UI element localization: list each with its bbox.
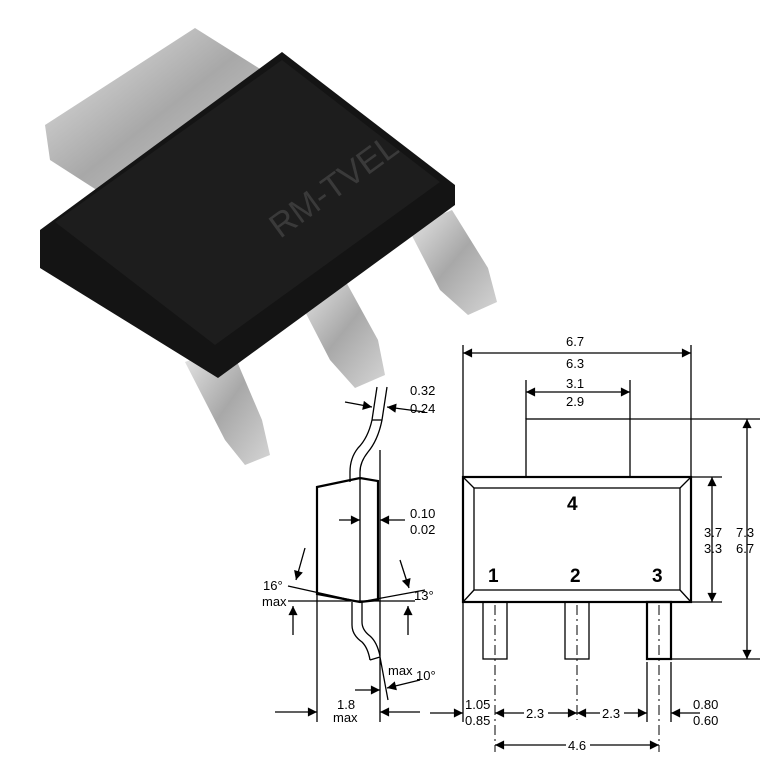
- side-body: [315, 476, 380, 604]
- chip-photo: RM-TVEL: [40, 28, 497, 465]
- lead-pin-1: [185, 345, 270, 465]
- body-bevel: [473, 487, 681, 591]
- dim-width-min: 6.3: [566, 356, 584, 371]
- front-view: 1 2 3 4 6.7 6.3 3.1 2.9 3.7 3.3 7.3 6.7 …: [430, 334, 760, 753]
- dim-standoff-max: 0.10: [410, 506, 435, 521]
- lead-angle: 10°: [416, 668, 436, 683]
- angle-right: 13°: [414, 588, 434, 603]
- dim-height: 1.8: [337, 697, 355, 712]
- dim-edge-to-pin-max: 1.05: [465, 697, 490, 712]
- dim-lead-thickness-min: 0.24: [410, 401, 435, 416]
- pin-label-2: 2: [570, 566, 581, 587]
- dim-lead-width-min: 0.60: [693, 713, 718, 728]
- pin-label-4: 4: [567, 494, 578, 515]
- dim-tab-width-min: 2.9: [566, 394, 584, 409]
- dim-total-height-min: 6.7: [736, 541, 754, 556]
- side-upper-lead: [349, 386, 388, 482]
- pin-label-1: 1: [488, 566, 499, 587]
- dim-pitch-1: 2.3: [526, 706, 544, 721]
- lead-pin-3: [408, 210, 497, 315]
- bevel-corners: [462, 476, 692, 603]
- dim-edge-to-pin-min: 0.85: [465, 713, 490, 728]
- dim-body-height-max: 3.7: [704, 525, 722, 540]
- dim-height-note: max: [333, 710, 358, 725]
- lead-pin-2: [298, 280, 385, 388]
- angle-left: 16°: [263, 578, 283, 593]
- dim-outer-pitch: 4.6: [568, 738, 586, 753]
- pin-label-3: 3: [652, 566, 663, 587]
- dim-body-height-min: 3.3: [704, 541, 722, 556]
- side-view: 0.32 0.24 0.10 0.02 16° max 13° max 10° …: [262, 383, 436, 725]
- dim-tab-width-max: 3.1: [566, 376, 584, 391]
- dim-total-height-max: 7.3: [736, 525, 754, 540]
- dim-lead-width-max: 0.80: [693, 697, 718, 712]
- dim-lead-thickness-max: 0.32: [410, 383, 435, 398]
- dim-pitch-2: 2.3: [602, 706, 620, 721]
- angle-left-note: max: [262, 594, 287, 609]
- dim-width-max: 6.7: [566, 334, 584, 349]
- heatsink-tab: [45, 28, 270, 205]
- tab-outline: [525, 418, 631, 478]
- chip-top-face: [55, 60, 440, 345]
- lead-angle-note: max: [388, 663, 413, 678]
- side-lower-lead: [351, 602, 381, 661]
- dim-standoff-min: 0.02: [410, 522, 435, 537]
